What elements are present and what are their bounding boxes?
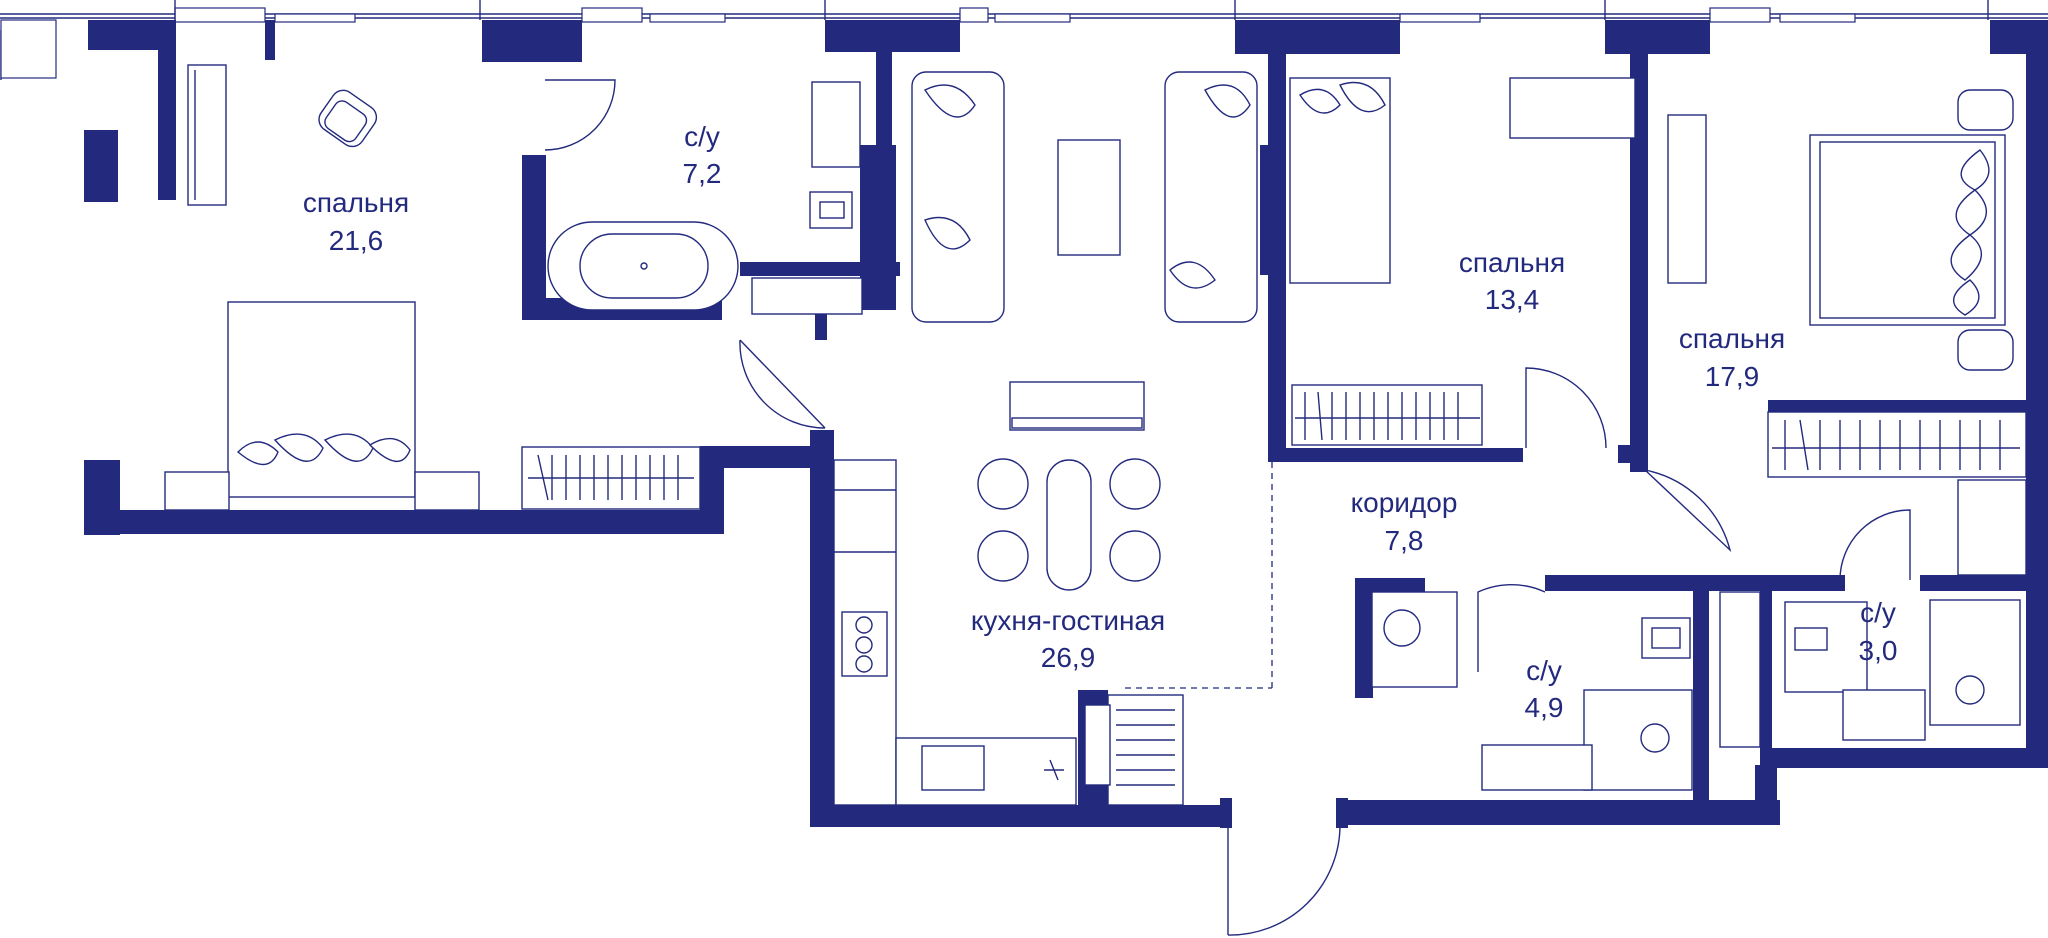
- room-area-kitchen-living: 26,9: [1041, 642, 1096, 673]
- room-area-bedroom-1: 21,6: [329, 225, 384, 256]
- room-labels: спальня 21,6 с/у 7,2 спальня 13,4 спальн…: [303, 121, 1898, 723]
- bathroom-3-fixtures: [1719, 509, 2021, 748]
- bathroom-2-fixtures: [1371, 583, 1693, 791]
- room-area-bedroom-2: 13,4: [1485, 284, 1540, 315]
- room-area-bathroom-1: 7,2: [683, 158, 722, 189]
- bathroom-1-fixtures: [547, 81, 863, 315]
- bedroom-2-furniture: [1289, 77, 1636, 449]
- room-area-bathroom-2: 4,9: [1525, 692, 1564, 723]
- room-area-bedroom-3: 17,9: [1705, 361, 1760, 392]
- front-door: [1220, 798, 1348, 936]
- bedroom-3-furniture: [1644, 89, 2027, 576]
- room-name-bedroom-3: спальня: [1679, 323, 1785, 354]
- room-name-bedroom-1: спальня: [303, 187, 409, 218]
- room-area-corridor: 7,8: [1385, 525, 1424, 556]
- room-name-bedroom-2: спальня: [1459, 247, 1565, 278]
- kitchen-counter: [833, 459, 1273, 806]
- window-strip: [0, 0, 2048, 80]
- room-name-bathroom-3: с/у: [1860, 597, 1896, 628]
- room-name-bathroom-2: с/у: [1526, 655, 1562, 686]
- bedroom-1-furniture: [164, 64, 826, 511]
- living-furniture: [911, 71, 1258, 591]
- room-name-corridor: коридор: [1351, 487, 1458, 518]
- room-area-bathroom-3: 3,0: [1859, 635, 1898, 666]
- room-name-kitchen-living: кухня-гостиная: [971, 605, 1165, 636]
- room-name-bathroom-1: с/у: [684, 121, 720, 152]
